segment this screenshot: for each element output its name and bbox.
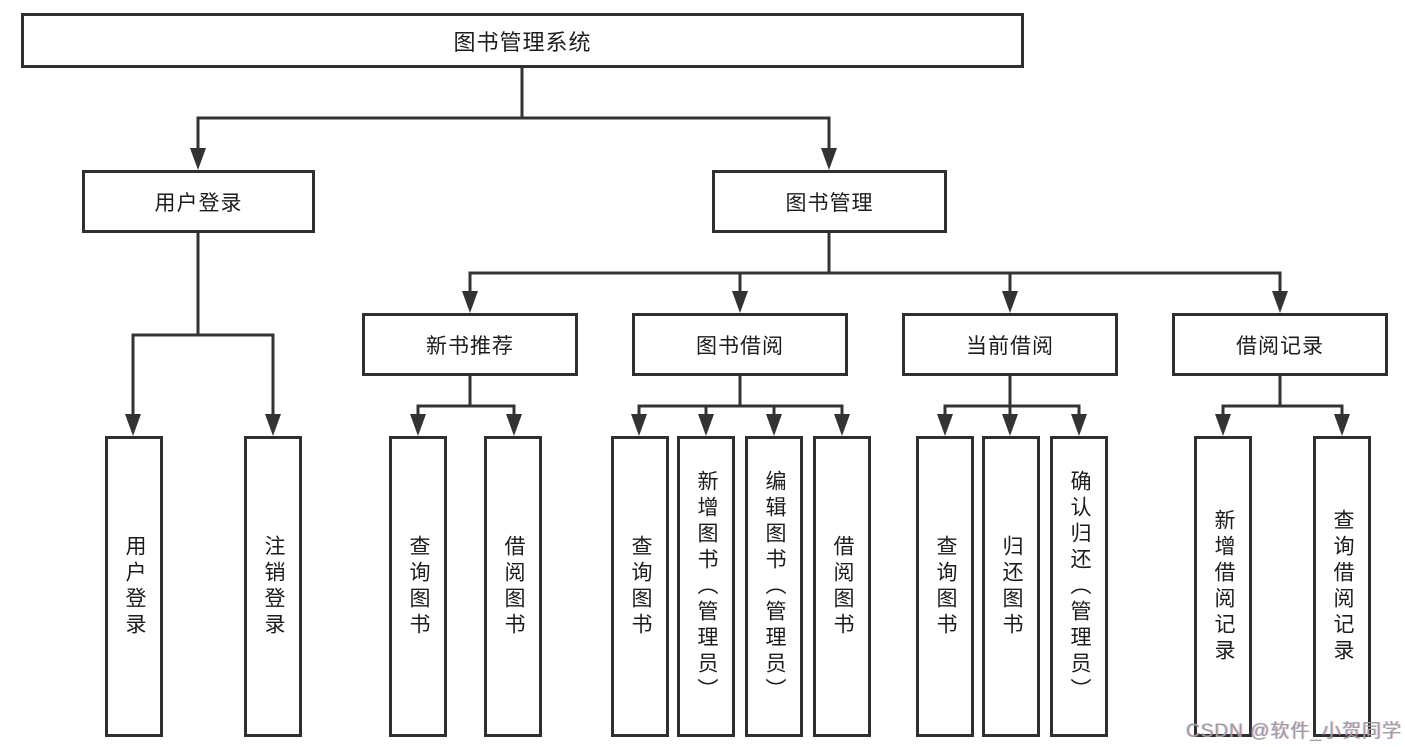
node-book-borrow: 图书借阅 <box>632 313 848 376</box>
leaf-borrow-book: 借阅图书 <box>813 436 871 737</box>
leaf-label: 归还图书 <box>1000 534 1024 639</box>
leaf-label: 确认归还（管理员） <box>1068 469 1092 704</box>
csdn-watermark: CSDN @软件_小贺同学 <box>1186 721 1402 742</box>
node-label: 图书借阅 <box>696 334 784 358</box>
node-new-book-recommend: 新书推荐 <box>362 313 578 376</box>
leaf-label: 查询借阅记录 <box>1331 508 1355 665</box>
leaf-confirm-return-admin: 确认归还（管理员） <box>1050 436 1108 737</box>
leaf-label: 查询图书 <box>629 534 653 639</box>
node-label: 图书管理 <box>785 191 874 215</box>
leaf-label: 新增借阅记录 <box>1212 508 1236 665</box>
leaf-query-book-recommend: 查询图书 <box>389 436 447 737</box>
leaf-borrow-book-recommend: 借阅图书 <box>484 436 542 737</box>
leaf-return-book: 归还图书 <box>982 436 1040 737</box>
node-library-system: 图书管理系统 <box>21 13 1024 68</box>
leaf-logout: 注销登录 <box>244 436 302 737</box>
leaf-label: 注销登录 <box>262 534 286 639</box>
node-current-borrow: 当前借阅 <box>902 313 1118 376</box>
node-user-login: 用户登录 <box>82 170 315 233</box>
leaf-label: 编辑图书（管理员） <box>763 469 787 704</box>
node-label: 图书管理系统 <box>453 29 592 55</box>
leaf-label: 查询图书 <box>407 534 431 639</box>
leaf-edit-book-admin: 编辑图书（管理员） <box>745 436 803 737</box>
node-borrow-record: 借阅记录 <box>1172 313 1388 376</box>
node-book-management: 图书管理 <box>712 170 947 233</box>
leaf-label: 新增图书（管理员） <box>695 469 719 704</box>
leaf-query-book-current: 查询图书 <box>916 436 974 737</box>
leaf-label: 查询图书 <box>934 534 958 639</box>
node-label: 用户登录 <box>154 191 243 215</box>
node-label: 当前借阅 <box>966 334 1054 358</box>
leaf-label: 借阅图书 <box>502 534 526 639</box>
leaf-user-login: 用户登录 <box>105 436 163 737</box>
node-label: 新书推荐 <box>426 334 514 358</box>
leaf-query-borrow-record: 查询借阅记录 <box>1313 436 1371 737</box>
leaf-label: 借阅图书 <box>831 534 855 639</box>
leaf-query-book-borrow: 查询图书 <box>611 436 669 737</box>
node-label: 借阅记录 <box>1236 334 1324 358</box>
leaf-add-book-admin: 新增图书（管理员） <box>677 436 735 737</box>
leaf-label: 用户登录 <box>123 534 147 639</box>
leaf-add-borrow-record: 新增借阅记录 <box>1194 436 1252 737</box>
